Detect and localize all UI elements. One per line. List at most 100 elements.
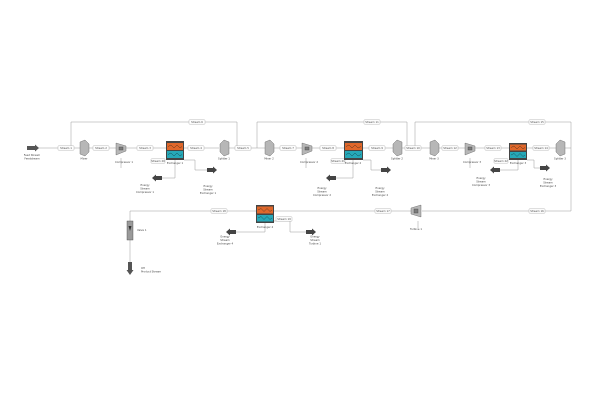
stream-tag[interactable]: Stream 9 [368, 145, 386, 151]
stream-tag[interactable]: Stream 1 [57, 145, 75, 151]
turbine-1[interactable]: Turbine 1 Turbine 1 [410, 204, 422, 231]
energy-label: Energy [476, 176, 486, 180]
mixer-icon [264, 139, 275, 157]
heat-exchanger-3[interactable]: Exchanger 3 [509, 143, 527, 165]
stream-tag[interactable]: Stream 4 [187, 145, 205, 151]
energy-label: Compressor 3 [472, 183, 490, 187]
mixer-2-label: Mixer 2 [264, 157, 274, 161]
energy-label: Stream [375, 190, 385, 194]
mixer-2[interactable]: Mixer 2 [264, 139, 275, 161]
compressor-1[interactable]: Compressor 1 [115, 142, 133, 164]
energy-label: Compressor 2 [313, 193, 331, 197]
energy-label: Stream [203, 188, 213, 192]
energy-label: Turbine 1 [309, 242, 321, 246]
stream-tag[interactable]: Stream 21 [330, 158, 346, 164]
stream-tag[interactable]: Stream 13 [484, 145, 502, 151]
product-stream[interactable]: OH Product Stream [126, 262, 162, 275]
hx-2-label: Exchanger 2 [345, 161, 362, 165]
hx-4-label: Exchanger 4 [257, 225, 274, 229]
energy-stream-6[interactable]: Energy Stream Exchanger 3 [540, 164, 557, 189]
splitter-3[interactable]: Splitter 3 [554, 139, 566, 161]
compressor-2[interactable]: Compressor 2 [300, 142, 318, 164]
stream-lines [38, 121, 572, 262]
energy-label: Compressor 1 [136, 190, 154, 194]
mixer-icon [429, 139, 440, 157]
energy-label: Exchanger 3 [540, 184, 557, 188]
svg-text:Stream 13: Stream 13 [486, 146, 500, 150]
energy-stream-3[interactable]: Energy Stream Compressor 2 [313, 174, 336, 198]
hx-zigzag [510, 145, 526, 150]
stream-tag[interactable]: Stream 19 [275, 216, 293, 222]
energy-label: Exchanger 4 [217, 242, 234, 246]
stream-tag[interactable]: Stream 14 [532, 145, 550, 151]
energy-stream-5[interactable]: Energy Stream Compressor 3 [472, 166, 500, 188]
energy-arrow-icon [152, 174, 162, 182]
hx-zigzag [167, 152, 183, 157]
stream-tag[interactable]: Stream 16 [528, 208, 546, 214]
stream-tag[interactable]: Stream 2 [92, 145, 110, 151]
stream-tag[interactable]: Stream 3 [136, 145, 154, 151]
splitter-2[interactable]: Splitter 2 [391, 139, 403, 161]
svg-text:Stream 19: Stream 19 [277, 217, 291, 221]
feed-stream[interactable]: Feed Stream Feedstream [24, 144, 41, 161]
feed-arrow-icon [27, 144, 39, 152]
svg-text:Stream 9: Stream 9 [371, 146, 383, 150]
energy-stream-4[interactable]: Energy Stream Exchanger 2 [372, 166, 391, 198]
svg-text:Stream 2: Stream 2 [95, 146, 107, 150]
svg-text:Stream 3: Stream 3 [139, 146, 151, 150]
svg-text:Stream 18: Stream 18 [212, 209, 226, 213]
energy-arrow-icon [540, 164, 550, 172]
turbine-shaft [413, 208, 419, 214]
energy-stream-2[interactable]: Energy Stream Exchanger 1 [200, 166, 217, 196]
svg-text:Stream 11: Stream 11 [365, 120, 379, 124]
stream-tag[interactable]: Stream 12 [441, 145, 459, 151]
hx-hot-side [167, 143, 183, 150]
stream-tag[interactable]: Stream 22 [493, 158, 509, 164]
stream-tag[interactable]: Stream 5 [234, 145, 252, 151]
svg-text:Stream 21: Stream 21 [331, 159, 345, 163]
energy-label: Stream [310, 238, 320, 242]
feed-name: Feedstream [24, 157, 40, 161]
valve-1[interactable]: Valve 1 [126, 220, 147, 241]
stream-tag[interactable]: Stream 18 [210, 208, 228, 214]
product-arrow-icon [126, 262, 134, 275]
energy-stream-1[interactable]: Energy Stream Compressor 1 [136, 174, 162, 195]
svg-text:Stream 1: Stream 1 [60, 146, 72, 150]
compressor-shaft [467, 146, 473, 151]
energy-stream-7[interactable]: Energy Energy Stream Exchanger 4 [217, 228, 236, 246]
stream-tag[interactable]: Stream 17 [374, 208, 392, 214]
splitter-icon [392, 139, 403, 157]
stream-tag[interactable]: Stream 10 [404, 145, 422, 151]
energy-arrow-icon [306, 228, 316, 236]
mixer-1-label: Mixer [80, 157, 88, 161]
heat-exchanger-4[interactable]: Exchanger 4 [256, 205, 274, 229]
energy-arrow-icon [207, 166, 217, 174]
stream-tag[interactable]: Stream 15 [528, 119, 546, 125]
stream-tag[interactable]: Stream 7 [279, 145, 297, 151]
heat-exchanger-1[interactable]: Exchanger 1 [166, 141, 184, 165]
mixer-3[interactable]: Mixer 3 [429, 139, 440, 161]
energy-arrow-icon [490, 166, 500, 174]
svg-text:Stream 20: Stream 20 [151, 159, 165, 163]
splitter-1[interactable]: Splitter 1 [218, 139, 230, 161]
energy-label: Energy [375, 186, 385, 190]
stream-tag[interactable]: Stream 8 [319, 145, 337, 151]
mixer-1[interactable]: Mixer [79, 139, 90, 161]
stream-tag[interactable]: Stream 11 [363, 119, 381, 125]
energy-label: Energy [140, 183, 150, 187]
energy-stream-8[interactable]: Energy Stream Turbine 1 [306, 228, 321, 246]
compressor-3[interactable]: Compressor 3 [463, 142, 481, 164]
stream-tag[interactable]: Stream 6 [188, 119, 206, 125]
compressor-shaft [118, 146, 124, 151]
energy-label: Energy [220, 235, 230, 239]
feed-label: Feed Stream [24, 153, 41, 157]
svg-text:Stream 16: Stream 16 [530, 209, 544, 213]
stream-tag[interactable]: Stream 20 [150, 158, 166, 164]
heat-exchanger-2[interactable]: Exchanger 2 [344, 141, 363, 165]
hx-cold-side [167, 151, 183, 158]
svg-text:Stream 8: Stream 8 [322, 146, 334, 150]
svg-text:Stream 10: Stream 10 [406, 146, 420, 150]
hx-zigzag [510, 153, 526, 157]
hx-zigzag [167, 144, 183, 149]
compressor-shaft [304, 146, 310, 151]
